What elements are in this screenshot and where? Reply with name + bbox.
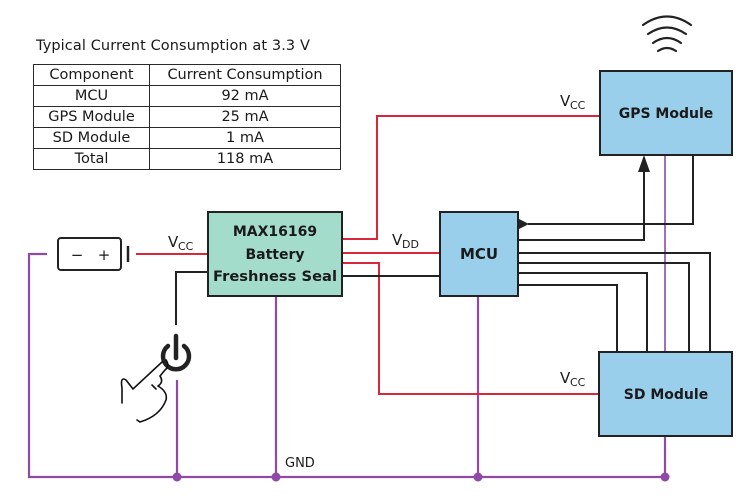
mcu-sd-bus-3 bbox=[518, 272, 648, 352]
gnd-label: GND bbox=[285, 456, 315, 471]
battery-plus: + bbox=[98, 246, 111, 264]
ground-net bbox=[27, 155, 667, 479]
column-header: Component bbox=[33, 64, 150, 86]
power-button-icon[interactable] bbox=[160, 333, 192, 372]
junction-dot bbox=[473, 472, 483, 482]
gps-module-label: GPS Module bbox=[619, 106, 714, 122]
battery-icon: − + bbox=[57, 237, 130, 271]
battery-minus: − bbox=[71, 246, 84, 264]
table-row: GPS Module 25 mA bbox=[33, 106, 341, 128]
current-consumption-table: Component Current Consumption MCU 92 mA … bbox=[33, 64, 341, 170]
max16169-block: MAX16169 Battery Freshness Seal bbox=[207, 211, 343, 297]
current-table-title: Typical Current Consumption at 3.3 V bbox=[36, 38, 310, 54]
vdd-sub: DD bbox=[402, 238, 419, 251]
max16169-label-line1: MAX16169 bbox=[233, 224, 317, 240]
mcu-sd-bus-1 bbox=[518, 252, 711, 352]
junction-dot bbox=[172, 472, 182, 482]
vcc-gps-sub: CC bbox=[570, 99, 586, 112]
sd-module-label: SD Module bbox=[624, 387, 708, 403]
vcc-gps-main: V bbox=[560, 92, 571, 110]
vcc-battery-sub: CC bbox=[178, 240, 194, 253]
vcc-gps-label: V CC bbox=[560, 92, 586, 112]
current-cell: 118 mA bbox=[149, 148, 341, 170]
ground-rail bbox=[27, 252, 665, 479]
vcc-battery-main: V bbox=[168, 233, 179, 251]
signal-net bbox=[175, 155, 711, 352]
vcc-battery-label: V CC bbox=[168, 233, 194, 253]
ground-junctions bbox=[172, 472, 670, 482]
power-net bbox=[136, 115, 600, 395]
arrow-up-icon bbox=[638, 155, 650, 172]
component-cell: Total bbox=[33, 148, 150, 170]
vdd-mcu-label: V DD bbox=[392, 231, 419, 251]
switch-wire bbox=[175, 271, 208, 325]
table-row: Total 118 mA bbox=[33, 148, 341, 170]
mcu-sd-bus-2 bbox=[518, 262, 690, 352]
mcu-to-gps-signal bbox=[518, 168, 645, 241]
wireless-signal-icon bbox=[641, 15, 693, 53]
sd-module-block: SD Module bbox=[598, 351, 733, 437]
vcc-sd-wire bbox=[342, 262, 599, 395]
mcu-label: MCU bbox=[460, 245, 498, 263]
mcu-block: MCU bbox=[439, 211, 519, 297]
column-header: Current Consumption bbox=[149, 64, 341, 86]
mcu-sd-bus-4 bbox=[518, 284, 618, 352]
junction-dot bbox=[271, 472, 281, 482]
vcc-gps-wire bbox=[342, 115, 600, 240]
vcc-sd-main: V bbox=[560, 369, 571, 387]
current-cell: 1 mA bbox=[149, 127, 341, 149]
gps-module-block: GPS Module bbox=[599, 70, 733, 156]
vcc-sd-sub: CC bbox=[570, 376, 586, 389]
current-cell: 25 mA bbox=[149, 106, 341, 128]
vdd-main: V bbox=[392, 231, 403, 249]
junction-dot bbox=[660, 472, 670, 482]
vcc-sd-label: V CC bbox=[560, 369, 586, 389]
pointing-hand-icon bbox=[120, 359, 169, 423]
max16169-label-line3: Freshness Seal bbox=[213, 269, 337, 285]
table-header-row: Component Current Consumption bbox=[33, 64, 341, 86]
gps-to-mcu-signal bbox=[519, 155, 694, 229]
max16169-label-line2: Battery bbox=[245, 247, 304, 263]
